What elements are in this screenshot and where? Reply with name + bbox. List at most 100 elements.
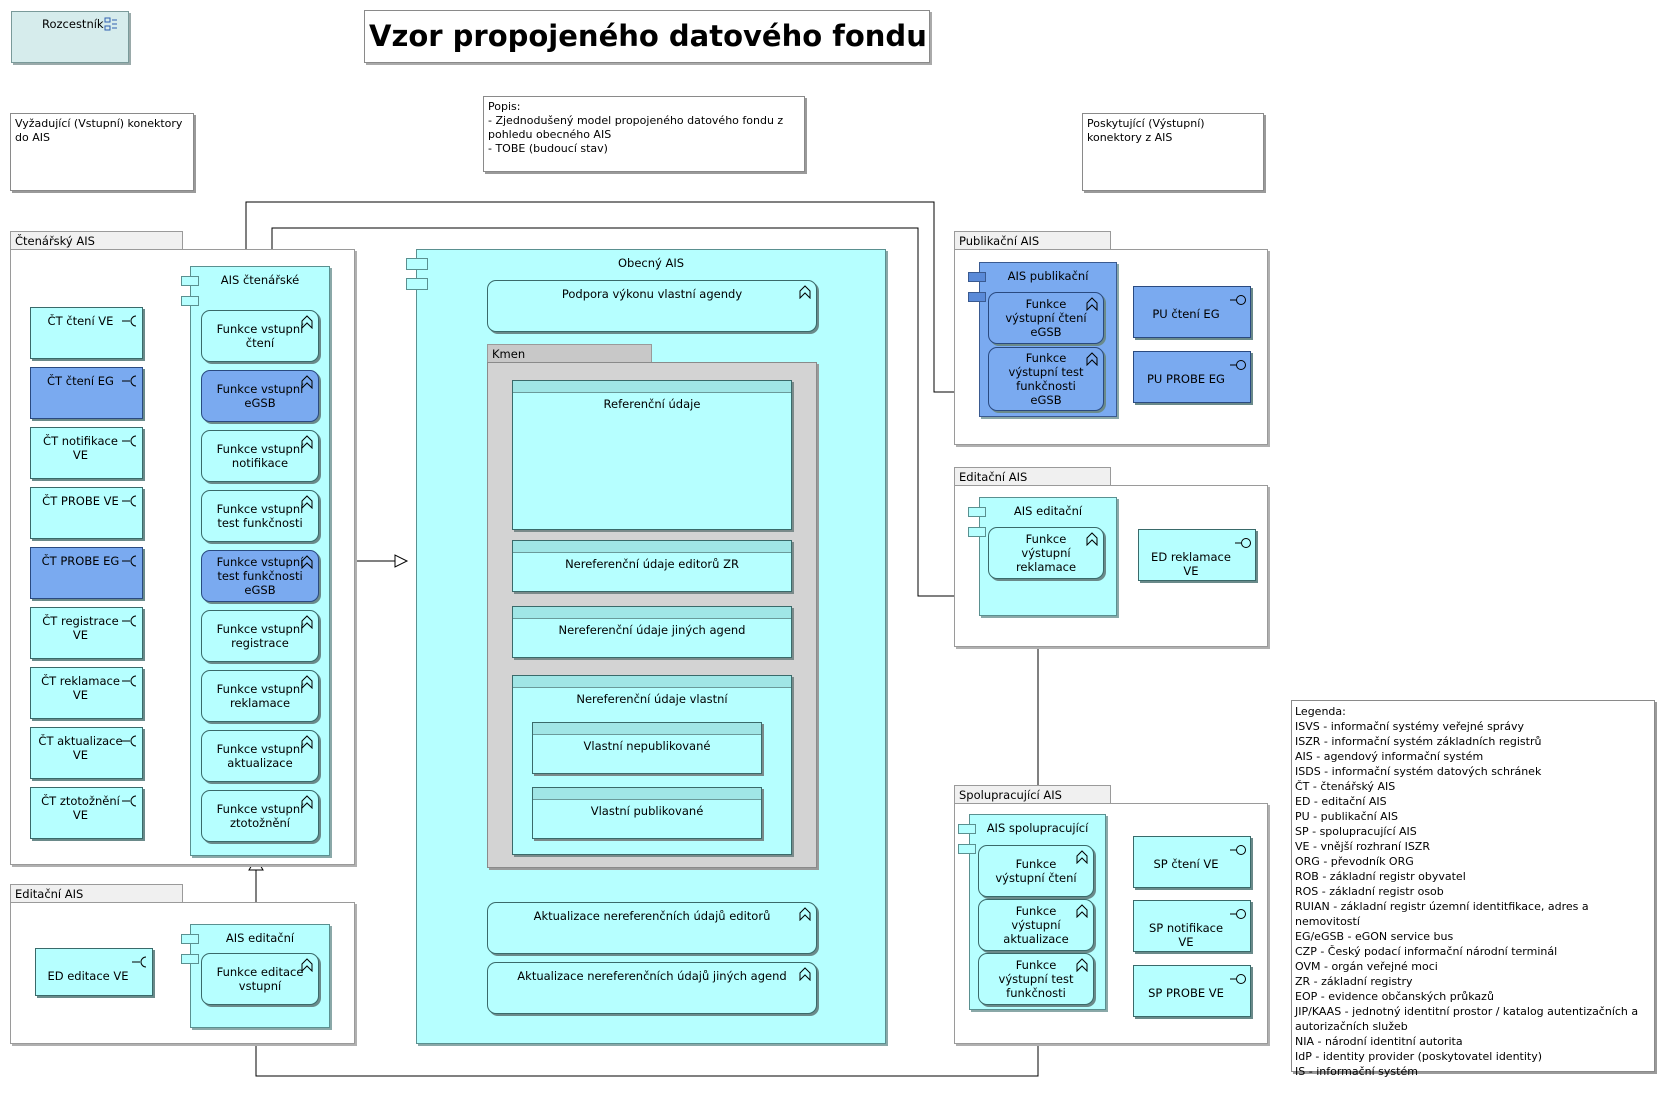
legend-item: SP - spolupracující AIS — [1295, 825, 1417, 838]
component-icon — [958, 844, 976, 854]
legend-item: IdP - identity provider (poskytovatel id… — [1295, 1050, 1543, 1063]
function-ct-1[interactable]: Funkce vstupní eGSB — [201, 370, 319, 422]
legend: Legenda:ISVS - informační systémy veřejn… — [1291, 700, 1655, 1078]
function-icon — [301, 958, 313, 972]
function-icon — [1076, 904, 1088, 918]
interface-pu-cteni-eg[interactable]: PU čtení EG — [1133, 286, 1251, 338]
function-label: Funkce vstupní test funkčnosti eGSB — [216, 555, 304, 597]
function-vystupni-cteni-egsb[interactable]: Funkce výstupní čtení eGSB — [988, 292, 1104, 344]
interface-icon — [122, 495, 137, 507]
data-vlastni-nepublikovane[interactable]: Vlastní nepublikované — [532, 722, 762, 774]
component-icon — [181, 276, 199, 286]
interface-sp-probe-ve[interactable]: SP PROBE VE — [1133, 965, 1251, 1017]
data-nereferencni-zr[interactable]: Nereferenční údaje editorů ZR — [512, 540, 792, 592]
function-icon — [301, 795, 313, 809]
function-podpora-agendy[interactable]: Podpora výkonu vlastní agendy — [487, 280, 817, 332]
function-label: Funkce vstupní reklamace — [216, 682, 304, 710]
component-icon — [406, 258, 428, 270]
interface-ct-5[interactable]: ČT registrace VE — [30, 607, 143, 659]
group-tab-editacni-left: Editační AIS — [10, 884, 183, 902]
legend-item: EOP - evidence občanských průkazů — [1295, 990, 1494, 1003]
component-title: AIS spolupracující — [986, 821, 1089, 835]
interface-icon — [1230, 909, 1246, 919]
legend-item: EG/eGSB - eGON service bus — [1295, 930, 1454, 943]
function-ct-5[interactable]: Funkce vstupní registrace — [201, 610, 319, 662]
function-icon — [799, 285, 811, 299]
data-vlastni-publikovane[interactable]: Vlastní publikované — [532, 787, 762, 839]
component-title: AIS editační — [1013, 504, 1083, 518]
function-label: Aktualizace nereferenčních údajů editorů — [533, 909, 771, 923]
function-icon — [1086, 532, 1098, 546]
interface-sp-cteni-ve[interactable]: SP čtení VE — [1133, 836, 1251, 888]
interface-ct-0[interactable]: ČT čtení VE — [30, 307, 143, 359]
interface-pu-probe-eg[interactable]: PU PROBE EG — [1133, 351, 1251, 403]
data-label: Vlastní publikované — [590, 804, 704, 818]
function-icon — [1076, 958, 1088, 972]
function-editace-vstupni[interactable]: Funkce editace vstupní — [201, 953, 319, 1005]
data-band — [513, 607, 791, 619]
interface-ed-editace-ve[interactable]: ED editace VE — [35, 948, 153, 996]
interface-icon — [122, 795, 137, 807]
interface-sp-notifikace-ve[interactable]: SP notifikace VE — [1133, 900, 1251, 952]
function-vystupni-reklamace[interactable]: Funkce výstupní reklamace — [988, 527, 1104, 579]
function-label: Funkce výstupní reklamace — [1015, 532, 1077, 574]
legend-item: VE - vnější rozhraní ISZR — [1295, 840, 1430, 853]
function-ct-4[interactable]: Funkce vstupní test funkčnosti eGSB — [201, 550, 319, 602]
interface-label: ČT ztotožnění VE — [41, 794, 120, 822]
interface-ct-2[interactable]: ČT notifikace VE — [30, 427, 143, 479]
function-ct-8[interactable]: Funkce vstupní ztotožnění — [201, 790, 319, 842]
interface-label: SP PROBE VE — [1148, 986, 1224, 1000]
interface-ct-7[interactable]: ČT aktualizace VE — [30, 727, 143, 779]
function-label: Funkce vstupní aktualizace — [216, 742, 304, 770]
interface-ed-reklamace-ve[interactable]: ED reklamace VE — [1138, 529, 1256, 581]
function-aktualizace-jinych[interactable]: Aktualizace nereferenčních údajů jiných … — [487, 962, 817, 1014]
data-band — [533, 723, 761, 735]
function-ct-7[interactable]: Funkce vstupní aktualizace — [201, 730, 319, 782]
interface-ct-1[interactable]: ČT čtení EG — [30, 367, 143, 419]
navigator-box[interactable]: Rozcestník — [11, 11, 129, 63]
legend-item: ED - editační AIS — [1295, 795, 1387, 808]
function-vystupni-cteni[interactable]: Funkce výstupní čtení — [978, 845, 1094, 897]
legend-item: ISZR - informační systém základních regi… — [1295, 735, 1542, 748]
data-nereferencni-jine[interactable]: Nereferenční údaje jiných agend — [512, 606, 792, 658]
function-icon — [301, 735, 313, 749]
interface-icon — [1230, 360, 1246, 370]
function-ct-2[interactable]: Funkce vstupní notifikace — [201, 430, 319, 482]
legend-item: AIS - agendový informační systém — [1295, 750, 1484, 763]
data-referencni[interactable]: Referenční údaje — [512, 380, 792, 530]
legend-item: PU - publikační AIS — [1295, 810, 1398, 823]
function-label: Funkce vstupní registrace — [216, 622, 304, 650]
function-label: Funkce editace vstupní — [216, 965, 304, 993]
function-icon — [301, 375, 313, 389]
interface-label: PU PROBE EG — [1147, 372, 1225, 386]
interface-icon — [122, 615, 137, 627]
interface-icon — [1230, 845, 1246, 855]
function-vystupni-test-egsb[interactable]: Funkce výstupní test funkčnosti eGSB — [988, 347, 1104, 411]
function-icon — [301, 495, 313, 509]
function-ct-0[interactable]: Funkce vstupní čtení — [201, 310, 319, 362]
interface-label: ČT registrace VE — [42, 614, 119, 642]
component-icon — [968, 292, 986, 302]
function-icon — [799, 967, 811, 981]
interface-icon — [122, 675, 137, 687]
function-ct-6[interactable]: Funkce vstupní reklamace — [201, 670, 319, 722]
interface-ct-6[interactable]: ČT reklamace VE — [30, 667, 143, 719]
component-icon — [968, 507, 986, 517]
function-vystupni-aktualizace[interactable]: Funkce výstupní aktualizace — [978, 899, 1094, 951]
interface-ct-8[interactable]: ČT ztotožnění VE — [30, 787, 143, 839]
legend-item: OVM - orgán veřejné moci — [1295, 960, 1438, 973]
function-vystupni-test[interactable]: Funkce výstupní test funkčnosti — [978, 953, 1094, 1005]
note-description: Popis: - Zjednodušený model propojeného … — [483, 96, 805, 172]
kmen-tab: Kmen — [487, 344, 652, 362]
function-ct-3[interactable]: Funkce vstupní test funkčnosti — [201, 490, 319, 542]
component-icon — [181, 296, 199, 306]
function-label: Funkce výstupní test funkčnosti eGSB — [1008, 351, 1084, 407]
interface-ct-4[interactable]: ČT PROBE EG — [30, 547, 143, 599]
interface-icon — [132, 956, 147, 968]
navigator-icon — [104, 17, 117, 31]
group-tab-editacni-right: Editační AIS — [954, 467, 1111, 485]
interface-ct-3[interactable]: ČT PROBE VE — [30, 487, 143, 539]
data-label: Referenční údaje — [603, 397, 701, 411]
function-aktualizace-editoru[interactable]: Aktualizace nereferenčních údajů editorů — [487, 902, 817, 954]
note-input-connectors: Vyžadující (Vstupní) konektory do AIS — [10, 113, 194, 191]
